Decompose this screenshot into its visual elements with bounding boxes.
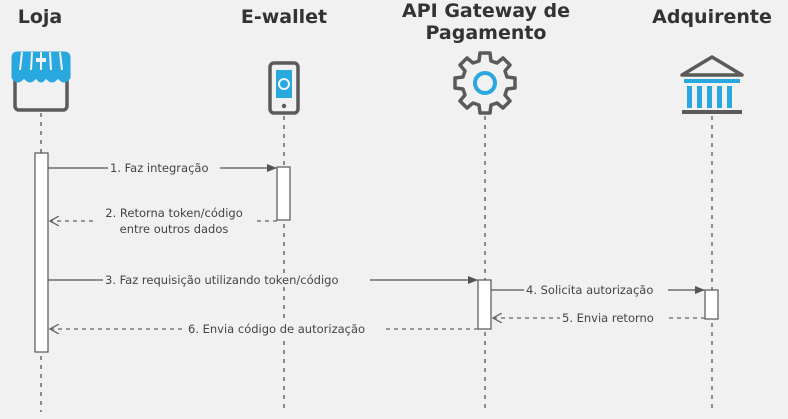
- lifelines: [40, 113, 713, 412]
- message-label-6: 6. Envia código de autorização: [188, 322, 365, 336]
- actor-title-adquirente: Adquirente: [652, 6, 772, 28]
- bank-icon: [680, 55, 744, 114]
- store-icon: [11, 51, 71, 112]
- message-label-2b: entre outros dados: [120, 222, 229, 236]
- message-label-1: 1. Faz integração: [110, 161, 208, 175]
- actor-title-gateway: API Gateway de Pagamento: [402, 0, 570, 44]
- message-2: 2. Retorna token/código entre outros dad…: [50, 204, 277, 238]
- message-4: 4. Solicita autorização: [491, 283, 705, 297]
- message-label-4: 4. Solicita autorização: [526, 283, 653, 297]
- activation-adquirente: [704, 289, 719, 320]
- actor-title-loja: Loja: [17, 6, 63, 28]
- smartphone-icon: [268, 61, 300, 115]
- message-3: 3. Faz requisição utilizando token/códig…: [48, 273, 478, 287]
- message-label-5: 5. Envia retorno: [562, 311, 654, 325]
- activation-loja: [34, 152, 49, 353]
- message-5: 5. Envia retorno: [493, 311, 705, 325]
- message-6: 6. Envia código de autorização: [50, 322, 478, 336]
- activation-ewallet: [276, 166, 291, 221]
- activations: [34, 152, 719, 353]
- message-label-3: 3. Faz requisição utilizando token/códig…: [105, 273, 338, 287]
- gear-icon: [453, 51, 517, 115]
- message-1: 1. Faz integração: [48, 161, 277, 175]
- actor-title-ewallet: E-wallet: [240, 6, 328, 28]
- message-label-2a: 2. Retorna token/código: [105, 206, 242, 220]
- activation-gateway: [477, 279, 492, 330]
